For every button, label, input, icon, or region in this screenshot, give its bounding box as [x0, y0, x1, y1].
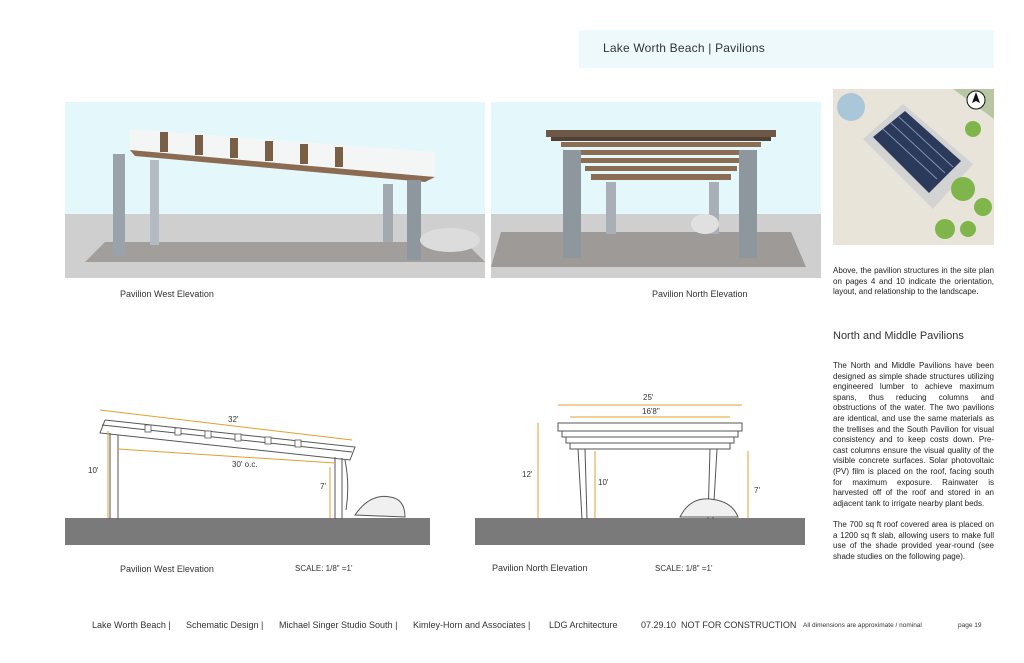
north-elevation-drawing: 25' 16'8" 12' 10' 7': [475, 393, 805, 545]
footer-architect: LDG Architecture: [549, 620, 618, 630]
footer-disclaimer: All dimensions are approximate / nominal: [803, 622, 922, 629]
west-render-caption: Pavilion West Elevation: [120, 289, 214, 299]
footer-page-number: page 19: [958, 622, 982, 629]
page-title: Lake Worth Beach | Pavilions: [603, 41, 765, 55]
north-dim-column: 10': [598, 478, 609, 487]
section-paragraph-1: The North and Middle Pavilions have been…: [833, 361, 994, 508]
north-elevation-render: [491, 102, 821, 278]
west-drawing-scale: SCALE: 1/8" =1': [295, 564, 353, 573]
footer-date: 07.29.10: [641, 620, 677, 630]
west-render-image: [65, 102, 485, 278]
west-dim-length: 32': [228, 415, 239, 424]
footer-phase: Schematic Design |: [186, 620, 264, 630]
west-elevation-render: [65, 102, 485, 278]
site-plan-note: Above, the pavilion structures in the si…: [833, 266, 994, 297]
north-render-image: [491, 102, 821, 278]
west-drawing-caption: Pavilion West Elevation: [120, 564, 214, 574]
footer-engineer: Kimley-Horn and Associates |: [413, 620, 531, 630]
site-plan-image: [833, 89, 994, 245]
footer-project: Lake Worth Beach |: [92, 620, 171, 630]
north-render-caption: Pavilion North Elevation: [652, 289, 748, 299]
north-drawing-scale: SCALE: 1/8" =1': [655, 564, 713, 573]
north-dim-inner: 16'8": [642, 407, 660, 416]
west-dim-low: 7': [320, 482, 326, 491]
north-dim-width: 25': [643, 393, 654, 402]
west-elevation-drawing: 32' 30' o.c. 10' 7': [65, 409, 430, 545]
footer-studio: Michael Singer Studio South |: [279, 620, 398, 630]
footer-status: NOT FOR CONSTRUCTION: [681, 620, 797, 630]
header-band: [579, 30, 994, 68]
footer: Lake Worth Beach | Schematic Design | Mi…: [0, 620, 1024, 634]
section-paragraph-2: The 700 sq ft roof covered area is place…: [833, 520, 994, 561]
west-dim-oc: 30' o.c.: [232, 460, 258, 469]
north-dim-overall: 12': [522, 470, 533, 479]
west-dim-high: 10': [88, 466, 99, 475]
north-dim-right: 7': [754, 486, 760, 495]
section-title: North and Middle Pavilions: [833, 330, 964, 342]
north-drawing-caption: Pavilion North Elevation: [492, 563, 588, 573]
